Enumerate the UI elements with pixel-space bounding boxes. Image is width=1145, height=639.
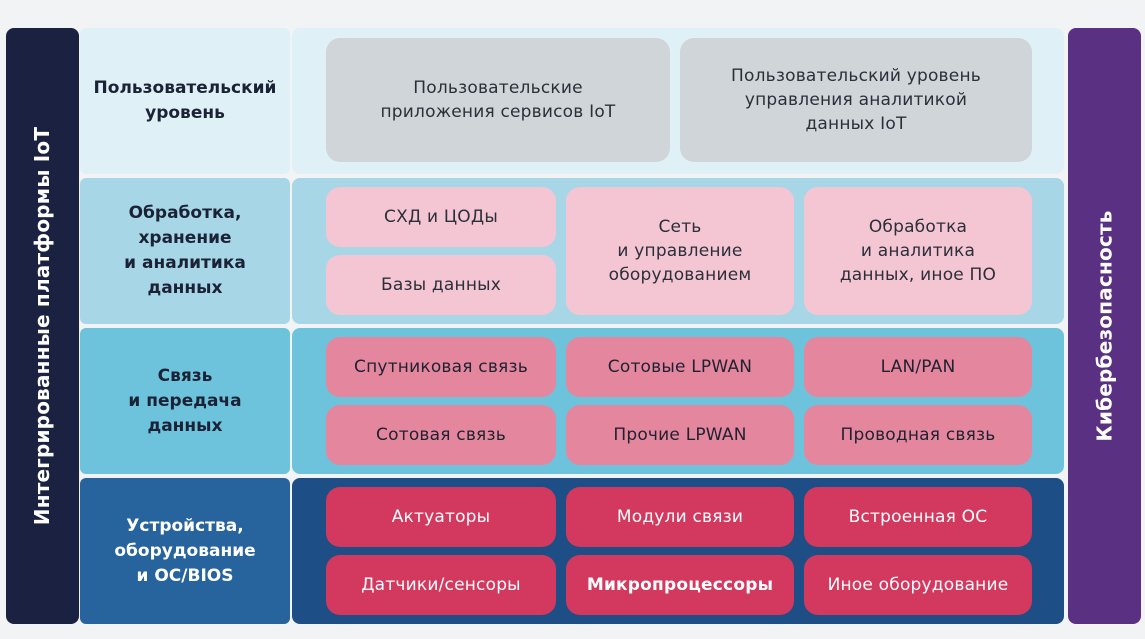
microprocessors-box: Микропроцессоры	[566, 555, 794, 615]
actuators-text: Актуаторы	[391, 507, 491, 527]
user-layer-label: Пользовательский уровень	[80, 28, 290, 174]
user-apps-box: Пользовательские приложения сервисов IoT	[326, 38, 670, 162]
satellite-box: Спутниковая связь	[326, 337, 556, 397]
other-hardware-box: Иное оборудование	[804, 555, 1032, 615]
lan-pan-box: LAN/PAN	[804, 337, 1032, 397]
communication-layer-label: Связь и передача данных	[80, 328, 290, 474]
devices-layer-panel: Актуаторы Модули связи Встроенная ОС Дат…	[292, 478, 1064, 624]
satellite-text: Спутниковая связь	[354, 357, 528, 377]
sensors-box: Датчики/сенсоры	[326, 555, 556, 615]
user-layer-panel: Пользовательские приложения сервисов IoT…	[292, 28, 1064, 174]
embedded-os-box: Встроенная ОС	[804, 487, 1032, 547]
databases-box: Базы данных	[326, 255, 556, 315]
processing-layer-label-text: Обработка, хранение и аналитика данных	[124, 203, 246, 298]
user-analytics-box: Пользовательский уровень управления анал…	[680, 38, 1032, 162]
data-processing-text: Обработка и аналитика данных, иное ПО	[839, 217, 997, 285]
iot-platforms-sidebar: Интегрированные платформы IoT	[6, 28, 79, 624]
processing-layer-label: Обработка, хранение и аналитика данных	[80, 178, 290, 324]
network-management-box: Сеть и управление оборудованием	[566, 187, 794, 315]
storage-datacenter-text: СХД и ЦОДы	[384, 207, 498, 227]
comm-modules-text: Модули связи	[616, 507, 744, 527]
other-hardware-text: Иное оборудование	[827, 575, 1009, 595]
user-analytics-text: Пользовательский уровень управления анал…	[731, 66, 981, 134]
cybersecurity-label: Кибербезопасность	[1092, 210, 1117, 442]
devices-layer-label: Устройства, оборудование и ОС/BIOS	[80, 478, 290, 624]
wired-text: Проводная связь	[840, 425, 996, 445]
microprocessors-text: Микропроцессоры	[586, 575, 774, 595]
storage-datacenter-box: СХД и ЦОДы	[326, 187, 556, 247]
data-processing-box: Обработка и аналитика данных, иное ПО	[804, 187, 1032, 315]
cellular-lpwan-box: Сотовые LPWAN	[566, 337, 794, 397]
sensors-text: Датчики/сенсоры	[361, 575, 521, 595]
cellular-text: Сотовая связь	[376, 425, 506, 445]
wired-box: Проводная связь	[804, 405, 1032, 465]
devices-layer-label-text: Устройства, оборудование и ОС/BIOS	[114, 515, 256, 586]
lan-pan-text: LAN/PAN	[880, 357, 956, 377]
iot-platforms-label: Интегрированные платформы IoT	[30, 126, 55, 526]
user-apps-text: Пользовательские приложения сервисов IoT	[380, 78, 616, 122]
user-layer-label-text: Пользовательский уровень	[93, 78, 277, 123]
communication-layer-label-text: Связь и передача данных	[128, 365, 242, 436]
actuators-box: Актуаторы	[326, 487, 556, 547]
databases-text: Базы данных	[380, 275, 502, 295]
other-lpwan-box: Прочие LPWAN	[566, 405, 794, 465]
cybersecurity-sidebar: Кибербезопасность	[1068, 28, 1141, 624]
network-management-text: Сеть и управление оборудованием	[608, 217, 752, 285]
embedded-os-text: Встроенная ОС	[848, 507, 988, 527]
cellular-box: Сотовая связь	[326, 405, 556, 465]
communication-layer-panel: Спутниковая связь Сотовые LPWAN LAN/PAN …	[292, 328, 1064, 474]
other-lpwan-text: Прочие LPWAN	[613, 425, 747, 445]
processing-layer-panel: СХД и ЦОДы Базы данных Сеть и управление…	[292, 178, 1064, 324]
cellular-lpwan-text: Сотовые LPWAN	[607, 357, 753, 377]
comm-modules-box: Модули связи	[566, 487, 794, 547]
